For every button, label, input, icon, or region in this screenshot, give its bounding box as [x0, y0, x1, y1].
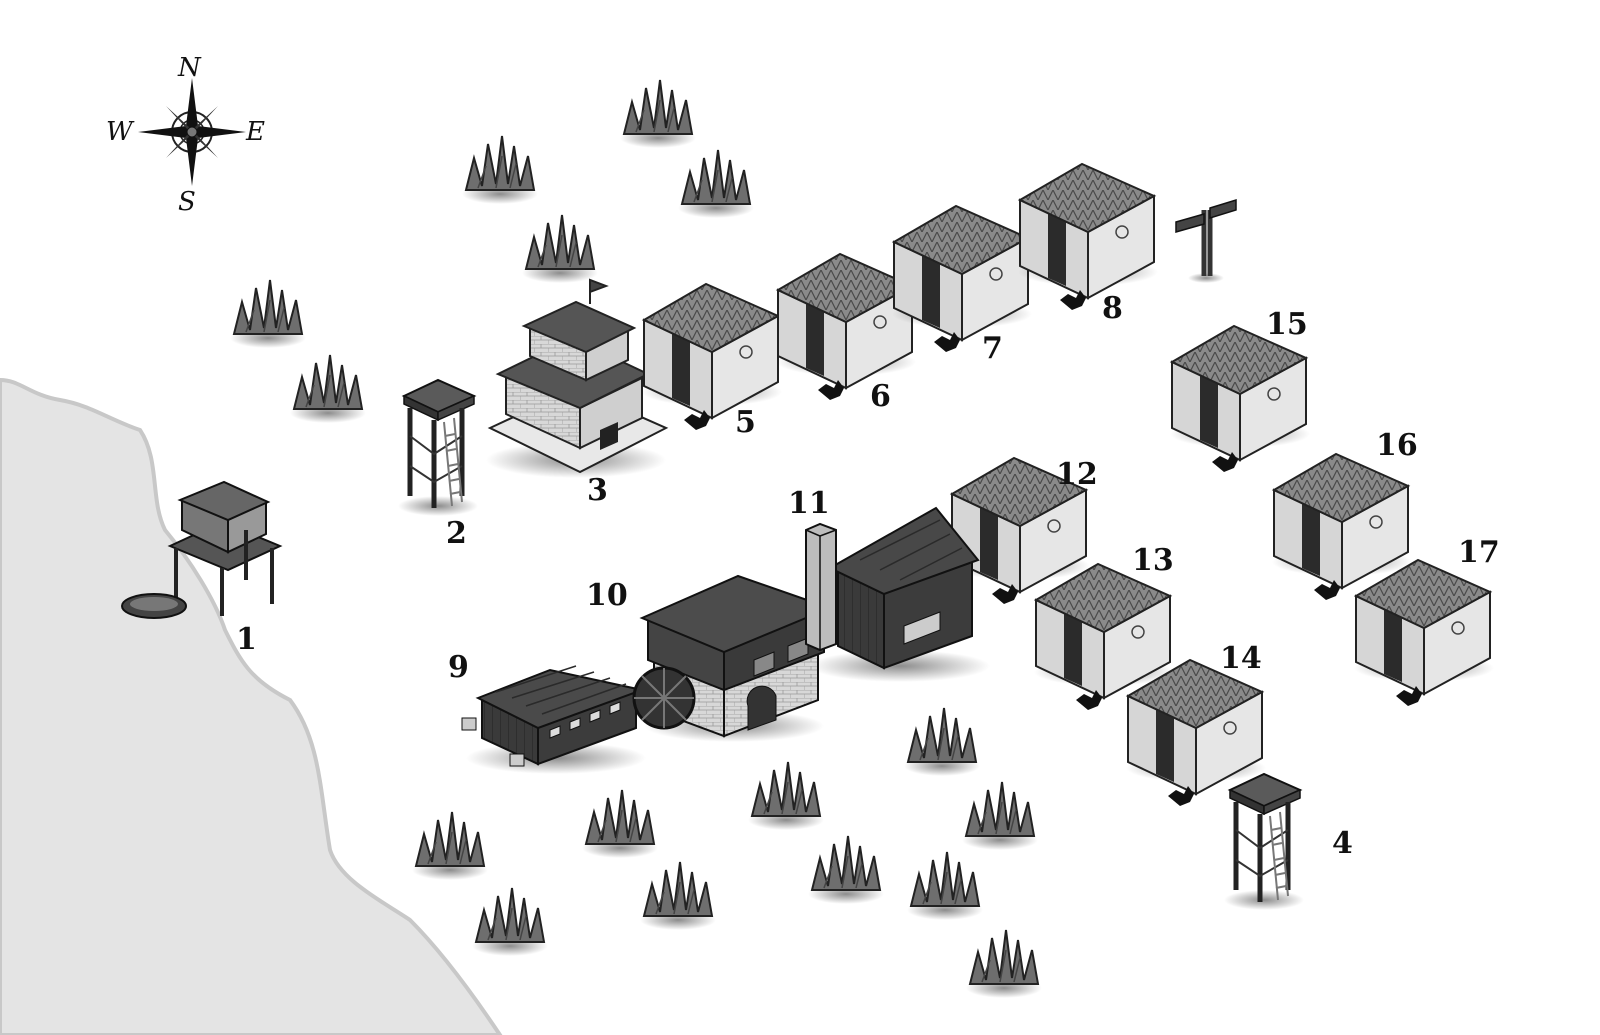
tent-building	[1169, 325, 1311, 473]
watchtower-building	[1224, 774, 1304, 910]
fishing-hut-building	[121, 480, 283, 619]
compass-rose	[138, 78, 246, 186]
tent-building	[1017, 163, 1159, 311]
compass-east-label: E	[245, 117, 265, 147]
location-label-14[interactable]: 14	[1220, 641, 1262, 676]
location-label-3[interactable]: 3	[587, 473, 608, 508]
compass-north-label: N	[177, 53, 202, 83]
location-label-13[interactable]: 13	[1132, 543, 1174, 578]
location-label-5[interactable]: 5	[735, 405, 756, 440]
location-label-16[interactable]: 16	[1376, 428, 1418, 463]
town-hall-building	[486, 278, 669, 478]
compass-west-label: W	[106, 117, 135, 147]
tent-building	[641, 283, 783, 431]
compass-south-label: S	[178, 187, 196, 217]
location-label-11[interactable]: 11	[788, 486, 830, 521]
location-labels: 1 2 3 4 5 6 7 8 9 10 11 12 13 14 15 16 1…	[236, 291, 1500, 861]
location-label-8[interactable]: 8	[1102, 291, 1123, 326]
location-label-4[interactable]: 4	[1332, 826, 1353, 861]
location-label-2[interactable]: 2	[446, 516, 467, 551]
warehouse-building	[461, 665, 646, 774]
location-label-10[interactable]: 10	[586, 578, 628, 613]
signpost	[1175, 198, 1237, 283]
location-label-15[interactable]: 15	[1266, 307, 1308, 342]
location-label-9[interactable]: 9	[448, 650, 469, 685]
compass-letters: N S E W	[106, 53, 265, 217]
tent-building	[1353, 559, 1495, 707]
forge-building	[805, 506, 990, 682]
watchtower-building	[398, 380, 478, 516]
location-label-1[interactable]: 1	[236, 622, 257, 657]
watermill-building	[632, 574, 833, 742]
location-label-7[interactable]: 7	[982, 331, 1003, 366]
coastline-water	[0, 377, 503, 1035]
location-label-12[interactable]: 12	[1056, 457, 1098, 492]
location-label-6[interactable]: 6	[870, 379, 891, 414]
location-label-17[interactable]: 17	[1458, 535, 1500, 570]
